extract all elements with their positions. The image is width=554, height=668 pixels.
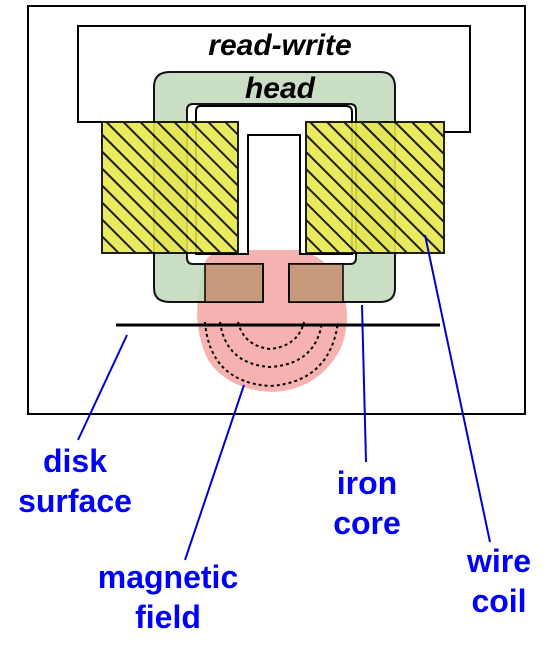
label-coil: coil (471, 583, 526, 619)
leader-lines (77, 234, 491, 561)
label-disk: disk (43, 443, 107, 479)
label-wire: wire (466, 543, 531, 579)
head-title-line2: head (245, 72, 316, 105)
label-core: core (333, 505, 401, 541)
head-title-line1: read-write (208, 29, 351, 62)
leader-wire-coil (424, 234, 491, 543)
leader-magnetic-field (184, 384, 245, 561)
pole-tip-left (204, 263, 264, 303)
leader-iron-core (361, 304, 367, 463)
label-field: field (135, 599, 201, 635)
label-iron: iron (337, 465, 397, 501)
wire-coil-left (101, 121, 239, 254)
field-line-middle (219, 321, 323, 369)
label-surface: surface (18, 483, 132, 519)
pole-tip-right (288, 263, 344, 303)
wire-loop (77, 25, 471, 133)
iron-core (153, 71, 396, 303)
wire-coil-right (305, 121, 445, 254)
label-magnetic: magnetic (98, 559, 238, 595)
leader-disk-surface (77, 334, 128, 441)
field-line-inner (237, 321, 305, 351)
field-line-outer (204, 321, 339, 388)
